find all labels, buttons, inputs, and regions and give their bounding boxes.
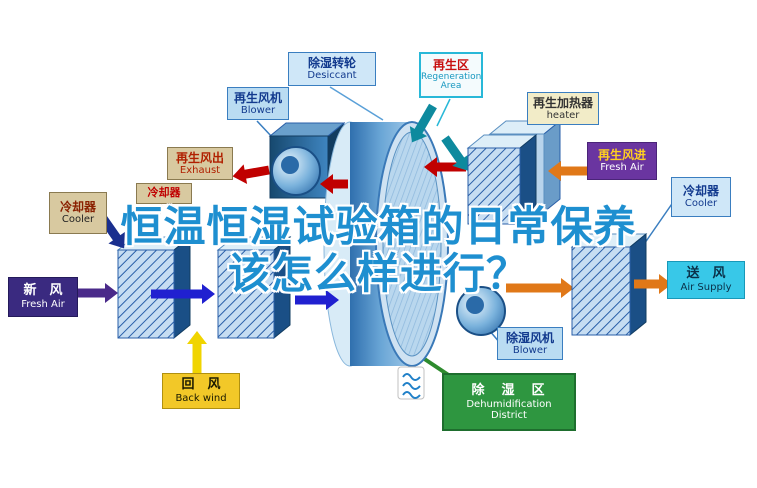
label-back-wind: 回 风 Back wind	[162, 373, 240, 409]
arrow-supply-air-1	[506, 278, 574, 298]
label-cooler-small: 冷却器	[136, 183, 192, 204]
label-desiccant-wheel-zh: 除湿转轮	[307, 56, 356, 71]
page-title: 恒温恒湿试验箱的日常保养 该怎么样进行？	[0, 203, 757, 297]
label-regeneration-area: 再生区 Regeneration Area	[419, 52, 483, 98]
label-desiccant-wheel: 除湿转轮 Desiccant	[288, 52, 376, 86]
regen-fan-hub	[281, 156, 299, 174]
label-regen-heater-zh: 再生加热器	[532, 95, 593, 110]
label-back-wind-zh: 回 风	[181, 377, 221, 393]
arrow-wheel-to-blower	[320, 174, 348, 194]
label-regen-blower: 再生风机 Blower	[227, 87, 289, 120]
arrow-process-air-2	[295, 290, 339, 310]
cooler-coil-mid	[216, 235, 292, 340]
arrow-hot-air-to-wheel	[424, 157, 466, 177]
label-air-supply: 送 风 Air Supply	[667, 261, 745, 299]
label-regen-blower-zh: 再生风机	[233, 90, 282, 105]
label-regen-fresh-air-zh: 再生风进	[597, 148, 646, 163]
arrow-fresh-air-intake	[76, 283, 118, 303]
label-dehumid-district-zh: 除 湿 区	[471, 383, 547, 399]
label-fresh-air-zh: 新 风	[23, 283, 63, 299]
label-cooler-right-zh: 冷却器	[682, 184, 719, 199]
label-cooler-left-zh: 冷却器	[59, 200, 96, 215]
label-regen-heater: 再生加热器 heater	[527, 92, 599, 125]
title-line1: 恒温恒湿试验箱的日常保养	[120, 202, 637, 251]
label-fresh-air-en: Fresh Air	[21, 298, 65, 310]
arrow-process-air-1	[151, 284, 215, 304]
label-regeneration-area-zh: 再生区	[432, 58, 469, 73]
label-cooler-left: 冷却器 Cooler	[49, 192, 107, 234]
label-exhaust: 再生风出 Exhaust	[167, 147, 233, 180]
label-cooler-right: 冷却器 Cooler	[671, 177, 731, 217]
connector-desiccant	[329, 86, 384, 121]
label-exhaust-en: Exhaust	[179, 164, 221, 176]
arrow-exhaust-out	[232, 164, 270, 185]
label-regen-blower-en: Blower	[240, 104, 276, 116]
label-cooler-left-en: Cooler	[61, 214, 95, 226]
label-air-supply-zh: 送 风	[686, 266, 726, 282]
label-cooler-right-en: Cooler	[684, 198, 718, 210]
regen-heater-coil	[466, 133, 538, 226]
arrow-regen-zone-1	[409, 103, 437, 143]
connector-regen-area	[436, 98, 451, 127]
label-desiccant-wheel-en: Desiccant	[307, 70, 357, 82]
label-regen-heater-en: heater	[546, 109, 580, 121]
arrow-regen-zone-2	[441, 135, 469, 171]
label-back-wind-en: Back wind	[175, 392, 227, 404]
label-air-supply-en: Air Supply	[680, 281, 732, 293]
title-line2: 该怎么样进行？	[227, 249, 529, 298]
arrow-regen-air-in	[548, 161, 592, 181]
label-exhaust-zh: 再生风出	[175, 150, 224, 165]
label-regeneration-area-en: Regeneration Area	[421, 71, 482, 92]
label-dehumid-district-en2: District	[491, 409, 527, 421]
supply-fan-hub	[466, 296, 484, 314]
label-dehumid-district-en1: Dehumidification	[466, 398, 552, 410]
label-dehumid-blower: 除湿风机 Blower	[497, 327, 563, 360]
label-dehumid-district: 除 湿 区 Dehumidification District	[442, 373, 576, 431]
label-cooler-small-zh: 冷却器	[147, 186, 181, 200]
arrow-supply-air-2	[634, 274, 672, 294]
drain-icon	[397, 366, 425, 400]
label-regen-fresh-air: 再生风进 Fresh Air	[587, 142, 657, 180]
arrow-return-air	[187, 331, 207, 375]
label-dehumid-blower-en: Blower	[512, 344, 548, 356]
label-regen-fresh-air-en: Fresh Air	[600, 162, 644, 174]
label-dehumid-blower-zh: 除湿风机	[505, 330, 554, 345]
label-fresh-air: 新 风 Fresh Air	[8, 277, 78, 317]
